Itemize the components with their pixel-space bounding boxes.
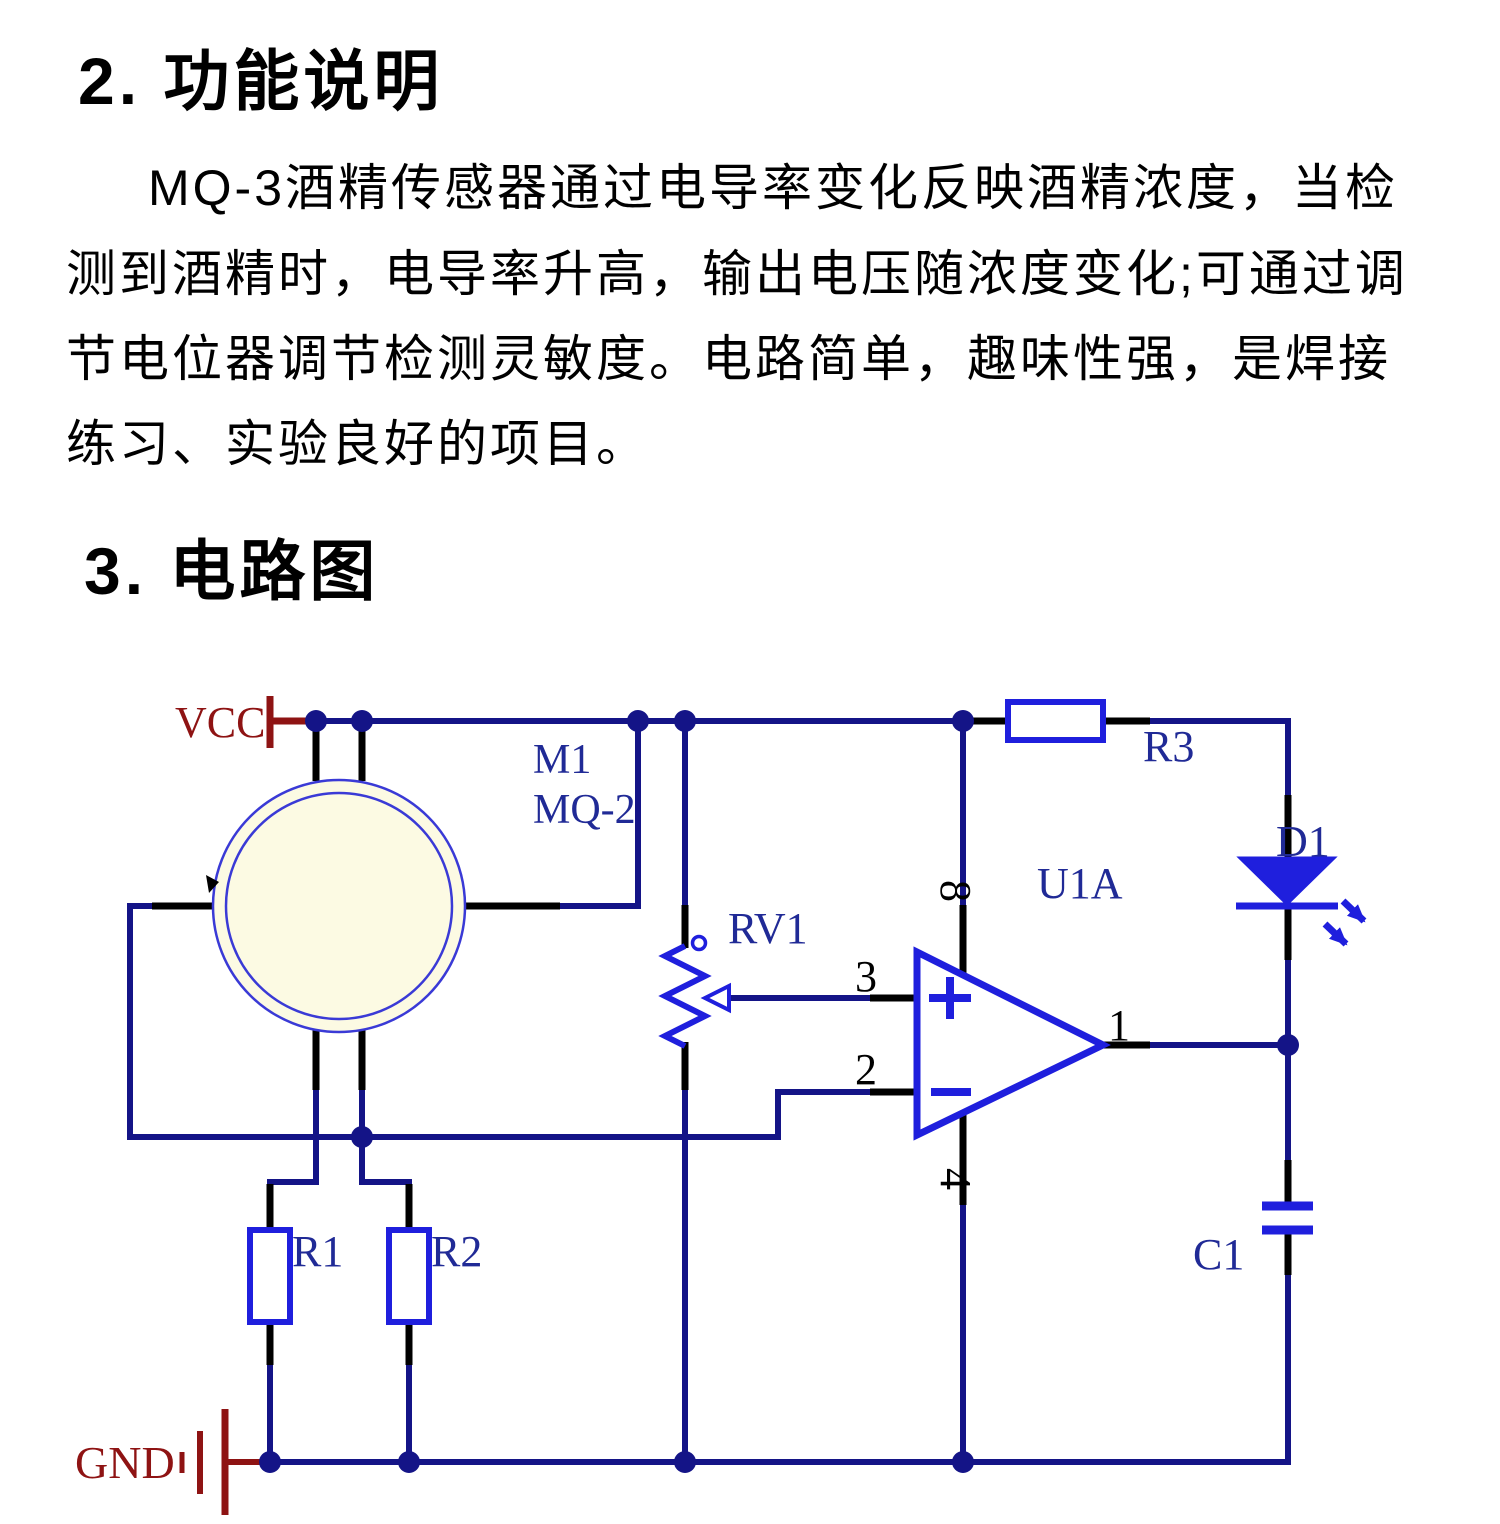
paragraph-line: 节电位器调节检测灵敏度。电路简单，趣味性强，是焊接 xyxy=(66,331,1391,387)
led-label: D1 xyxy=(1276,817,1330,866)
vcc-label: VCC xyxy=(175,698,265,747)
section-heading-schematic: 3. 电路图 xyxy=(84,534,380,608)
pin-2-label: 2 xyxy=(855,1045,877,1094)
potentiometer-symbol xyxy=(658,934,731,1049)
resistor-r2-symbol xyxy=(386,1227,432,1325)
circuit-diagram: VCC GND M1 MQ-2 RV1 U1A xyxy=(75,696,1367,1515)
pin-4-label: 4 xyxy=(931,1168,980,1190)
opamp-symbol xyxy=(913,946,1111,1141)
sensor-ref-label: M1 xyxy=(533,737,591,783)
pot-label: RV1 xyxy=(728,904,808,953)
r2-label: R2 xyxy=(431,1227,482,1276)
section-heading-function: 2. 功能说明 xyxy=(78,44,444,118)
opamp-polarity-icons xyxy=(929,977,971,1096)
pin-1-label: 1 xyxy=(1108,1001,1130,1050)
r1-label: R1 xyxy=(292,1227,343,1276)
gnd-label: GND xyxy=(75,1437,175,1488)
r3-label: R3 xyxy=(1143,722,1194,771)
junction-dots xyxy=(259,710,1299,1473)
terminal-stubs xyxy=(152,717,1292,1365)
led-emission-arrows-icon xyxy=(1322,898,1367,947)
capacitor-symbol xyxy=(1262,1201,1313,1235)
opamp-label: U1A xyxy=(1037,859,1123,908)
paragraph-line: MQ-3酒精传感器通过电导率变化反映酒精浓度，当检 xyxy=(148,160,1398,216)
paragraph-line: 测到酒精时，电导率升高，输出电压随浓度变化;可通过调 xyxy=(66,246,1408,302)
wires xyxy=(127,718,1291,1465)
resistor-r3-symbol xyxy=(1005,699,1106,743)
paragraph-line: 练习、实验良好的项目。 xyxy=(66,416,649,472)
pin-8-label: 8 xyxy=(931,880,980,902)
sensor-arrow-icon xyxy=(206,875,219,893)
sensor-value-label: MQ-2 xyxy=(533,787,636,833)
led-symbol xyxy=(1236,856,1367,947)
cap-label: C1 xyxy=(1193,1230,1244,1279)
gnd-symbol xyxy=(179,1409,266,1515)
pin-3-label: 3 xyxy=(855,952,877,1001)
resistor-r1-symbol xyxy=(247,1227,293,1325)
gas-sensor-symbol xyxy=(206,778,467,1034)
